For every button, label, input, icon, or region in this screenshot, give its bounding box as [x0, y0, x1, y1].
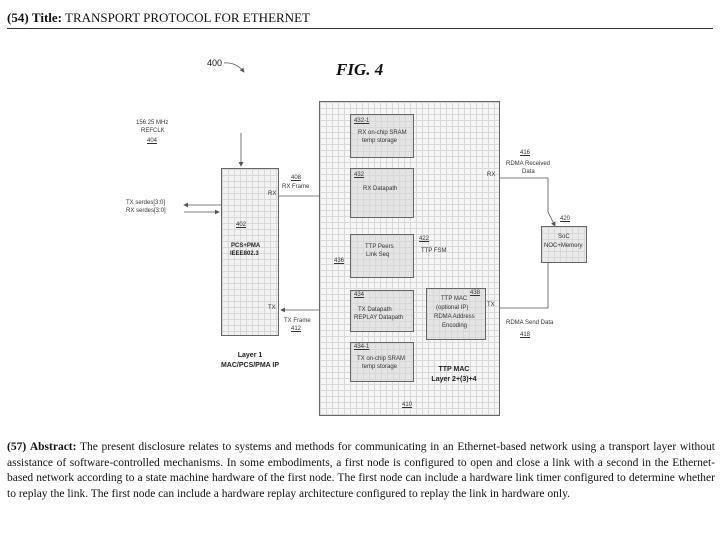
ref-422: 422: [419, 236, 430, 242]
ref-434-1: 434-1: [354, 344, 370, 350]
optional-ip-label: (optional IP): [436, 305, 469, 311]
rx-datapath-block: [350, 168, 414, 218]
tx-sram-block: [350, 342, 414, 382]
ttp-peers-desc: Link Seq: [366, 252, 390, 258]
ref-408: 408: [291, 175, 302, 181]
ref-418: 418: [520, 332, 531, 338]
ref-420: 420: [560, 216, 571, 222]
ref-438: 438: [470, 290, 481, 296]
ref-400-pointer: [223, 62, 245, 73]
soc-label: SoC: [558, 234, 570, 240]
rdma-received-desc: Data: [522, 169, 535, 175]
soc-desc: NOC+Memory: [544, 243, 583, 249]
tx-right-label: TX: [487, 302, 495, 308]
pcs-pma-block: [221, 168, 279, 336]
ttp-peers-block: [350, 234, 414, 278]
rdma-send-arrow: [486, 263, 549, 311]
rx-serdes-label: RX serdes[3:0]: [126, 208, 166, 214]
patent-title: (54) Title: TRANSPORT PROTOCOL FOR ETHER…: [7, 10, 310, 26]
pcs-rx-port: RX: [268, 191, 277, 197]
tx-frame-label: TX Frame: [284, 318, 311, 324]
rdma-address-label: RDMA Address: [434, 314, 475, 320]
ttp-peers-label: TTP Peers: [365, 244, 394, 250]
rx-sram-block: [350, 114, 414, 158]
ttp-mac-optional-block: [426, 288, 486, 340]
ref-400: 400: [207, 58, 223, 68]
ref-432: 432: [354, 172, 365, 178]
title-text: TRANSPORT PROTOCOL FOR ETHERNET: [65, 10, 310, 25]
rx-sram-desc: temp storage: [362, 138, 398, 144]
soc-block: [541, 226, 587, 263]
replay-datapath-label: REPLAY Datapath: [354, 315, 404, 321]
refclk-label: REFCLK: [141, 128, 165, 134]
ref-434: 434: [354, 292, 365, 298]
ttp-mac-optional-label: TTP MAC: [441, 296, 468, 302]
rx-right-label: RX: [487, 172, 496, 178]
abstract-code: (57): [7, 441, 27, 453]
rx-datapath-label: RX Datapath: [363, 186, 398, 192]
refclk-freq: 156.25 MHz: [136, 120, 169, 126]
figure-label: FIG. 4: [336, 60, 384, 79]
rdma-received-label: RDMA Received: [506, 161, 551, 167]
title-label: Title:: [31, 10, 63, 25]
ttp-mac-layer-label: TTP MAC: [438, 366, 470, 373]
pcs-label: PCS+PMA: [231, 243, 261, 249]
ref-432-1: 432-1: [354, 118, 370, 124]
tx-datapath-label: TX Datapath: [358, 307, 392, 313]
ref-412: 412: [291, 326, 302, 332]
pcs-tx-port: TX: [268, 305, 276, 311]
abstract-text: The present disclosure relates to system…: [7, 441, 716, 500]
rx-frame-label: RX Frame: [282, 184, 310, 190]
layer1-desc: MAC/PCS/PMA IP: [220, 362, 280, 369]
ref-402: 402: [236, 222, 247, 228]
abstract: (57) Abstract: The present disclosure re…: [7, 440, 715, 502]
rdma-send-label: RDMA Send Data: [506, 320, 554, 326]
layer1-label: Layer 1: [237, 352, 263, 359]
abstract-label: Abstract:: [29, 441, 77, 453]
ttp-fsm-label: TTP FSM: [421, 248, 447, 254]
pcs-standard: IEEE802.3: [230, 251, 259, 257]
ref-410: 410: [402, 402, 413, 408]
ref-436: 436: [334, 258, 345, 264]
encoding-label: Encoding: [442, 323, 468, 329]
tx-serdes-label: TX serdes[3:0]: [126, 200, 166, 206]
tx-sram-desc: temp storage: [362, 364, 398, 370]
title-divider: [7, 28, 713, 29]
rx-sram-label: RX on-chip SRAM: [358, 130, 407, 136]
ref-404: 404: [147, 138, 158, 144]
figure-4-diagram: 156.25 MHz REFCLK 404 TX serdes[3:0] RX …: [126, 58, 587, 416]
tx-datapath-block: [350, 290, 414, 332]
tx-sram-label: TX on-chip SRAM: [357, 356, 406, 362]
ref-416: 416: [520, 150, 531, 156]
ttp-mac-layer-desc: Layer 2+(3)+4: [431, 376, 477, 383]
title-code: (54): [7, 10, 29, 25]
